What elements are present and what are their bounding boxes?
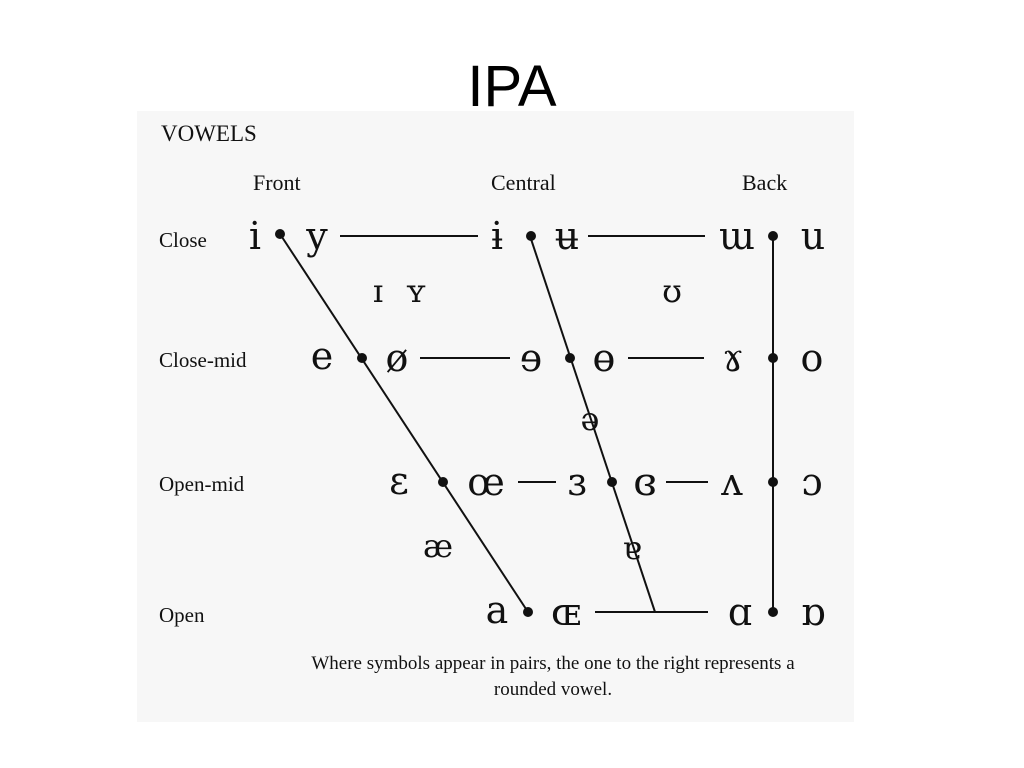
vowel-chart-panel	[137, 111, 854, 722]
dot-close-central	[526, 231, 536, 241]
vowel-symbol: ʌ	[721, 460, 743, 504]
dot-open-mid-back	[768, 477, 778, 487]
vowel-symbol: ɞ	[633, 460, 657, 504]
vowel-symbol: ɶ	[550, 590, 582, 634]
chart-heading: VOWELS	[161, 121, 257, 146]
vowel-symbol: æ	[422, 527, 454, 565]
chart-footnote: Where symbols appear in pairs, the one t…	[311, 653, 795, 700]
dot-close-mid-back	[768, 353, 778, 363]
vowel-symbol: ɑ	[727, 590, 753, 634]
row-label-close: Close	[159, 228, 207, 252]
vowel-symbol: ɤ	[722, 336, 744, 380]
vowel-symbol: ɪ	[372, 272, 384, 310]
vowel-symbol: y	[306, 214, 328, 258]
vowel-symbol: ɛ	[389, 459, 409, 503]
dot-close-mid-front	[357, 353, 367, 363]
vowel-symbol: o	[800, 336, 824, 380]
row-label-close-mid: Close-mid	[159, 348, 247, 372]
vowel-symbol: ʊ	[662, 272, 682, 310]
dot-open-mid-front	[438, 477, 448, 487]
vowel-symbol: ø	[385, 336, 409, 380]
vowel-symbol: ɵ	[592, 336, 616, 380]
vowel-symbol: ɜ	[567, 460, 587, 504]
column-label-central: Central	[491, 170, 556, 195]
dot-open-front	[523, 607, 533, 617]
dot-close-front	[275, 229, 285, 239]
vowel-symbol: ɘ	[519, 336, 543, 380]
vowel-symbol: ɒ	[800, 590, 826, 634]
dot-open-mid-central	[607, 477, 617, 487]
vowel-symbol: u	[800, 214, 826, 258]
row-label-open: Open	[159, 603, 205, 627]
column-label-front: Front	[253, 170, 301, 195]
column-label-back: Back	[742, 170, 788, 195]
vowel-symbol: i	[248, 214, 262, 258]
vowel-symbol: ʉ	[554, 214, 580, 258]
central-diagonal-line	[529, 235, 656, 613]
vowel-symbol: ə	[580, 400, 600, 438]
vowel-symbol: ɐ	[622, 529, 642, 567]
vowel-symbol: œ	[467, 460, 505, 504]
vowel-symbol: e	[310, 334, 334, 378]
dot-close-mid-central	[565, 353, 575, 363]
vowel-symbol: ʏ	[405, 272, 427, 310]
vowel-symbol: ɔ	[801, 460, 823, 504]
vowel-symbol: a	[485, 588, 509, 632]
row-label-open-mid: Open-mid	[159, 472, 245, 496]
slide-title: IPA	[467, 54, 557, 119]
dot-close-back	[768, 231, 778, 241]
vowel-symbol: ɨ	[490, 214, 504, 258]
vowel-symbol: ɯ	[718, 214, 756, 258]
dot-open-back	[768, 607, 778, 617]
front-diagonal-line	[279, 233, 529, 613]
